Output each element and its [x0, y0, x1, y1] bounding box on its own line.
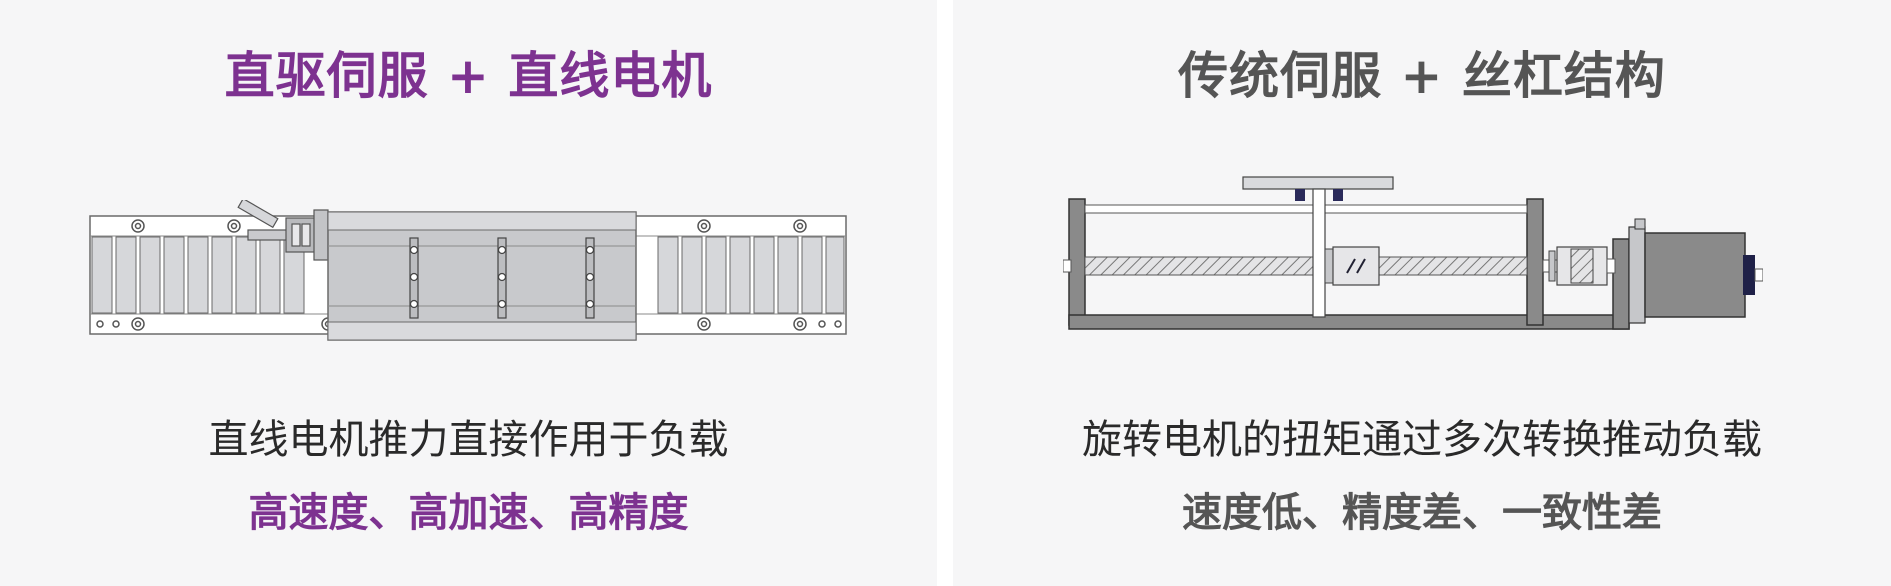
right-panel-title: 传统伺服 + 丝杠结构 — [1178, 47, 1666, 105]
right-panel: 传统伺服 + 丝杠结构 — [953, 0, 1891, 586]
right-panel-description: 旋转电机的扭矩通过多次转换推动负载 — [1082, 417, 1762, 463]
left-panel-description: 直线电机推力直接作用于负载 — [208, 417, 729, 463]
left-panel: 直驱伺服 + 直线电机 — [0, 0, 937, 586]
left-panel-title: 直驱伺服 + 直线电机 — [224, 47, 713, 105]
right-panel-tagline: 速度低、精度差、一致性差 — [1182, 490, 1662, 536]
left-panel-tagline: 高速度、高加速、高精度 — [248, 490, 689, 536]
ball-screw-icon — [1063, 176, 1763, 330]
linear-motor-icon — [89, 200, 847, 341]
